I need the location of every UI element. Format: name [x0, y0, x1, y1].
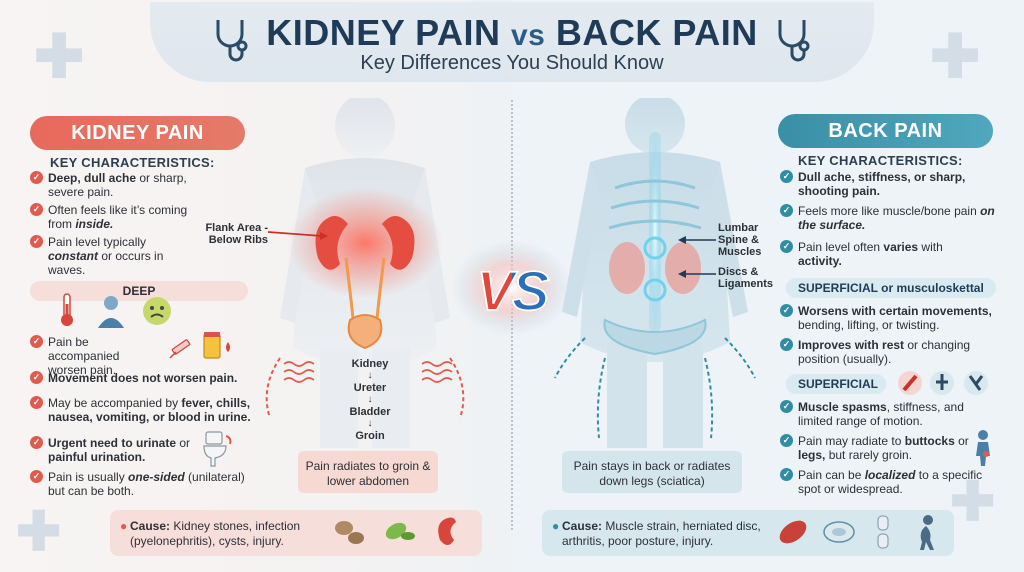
check-icon: ✓: [30, 335, 43, 348]
sciatica-person-icon: [976, 430, 990, 466]
flow-kidney: Kidney: [351, 358, 389, 370]
kidney-pain-pill: KIDNEY PAIN: [30, 116, 245, 150]
check-icon: ✓: [30, 396, 43, 409]
cross-icon: ✚: [950, 472, 996, 532]
back-char-2: ✓ Feels more like muscle/bone pain on th…: [780, 204, 1000, 232]
kidney-assoc-4: ✓ Urgent need to urinate or painful urin…: [30, 436, 200, 464]
check-icon: ✓: [780, 434, 793, 447]
back-pain-pill: BACK PAIN: [778, 114, 993, 148]
kidney-assoc-5: ✓ Pain is usually one-sided (unilateral)…: [30, 470, 260, 498]
vs-badge-glow: [452, 240, 572, 336]
check-icon: ✓: [780, 170, 793, 183]
check-icon: ✓: [780, 240, 793, 253]
lumbar-spine-label: Lumbar Spine & Muscles: [718, 222, 762, 258]
joint-icon: [877, 515, 889, 549]
back-key-heading: KEY CHARACTERISTICS:: [798, 153, 963, 168]
bacteria-icon: [385, 522, 415, 540]
arrow-icon: [678, 236, 716, 278]
kidney-char-2: ✓ Often feels like it’s coming from insi…: [30, 203, 190, 231]
nausea-face-icon: [143, 297, 171, 325]
kidney-char-3: ✓ Pain level typically constant or occur…: [30, 235, 195, 277]
kidney-key-heading: KEY CHARACTERISTICS:: [50, 155, 215, 170]
kidney-assoc-1: ✓ Pain be accompanied worsen pain.: [30, 335, 160, 377]
back-radiation-note: Pain stays in back or radiates down legs…: [562, 451, 742, 493]
kidney-char-1: ✓ Deep, dull ache or sharp, severe pain.: [30, 171, 210, 199]
check-icon: ✓: [30, 436, 43, 449]
check-icon: ✓: [780, 338, 793, 351]
check-icon: ✓: [30, 171, 43, 184]
kidney-organ-icon: [438, 517, 456, 545]
flow-arrow: ↓: [367, 418, 373, 429]
superficial-band: SUPERFICIAL or musculoskettal: [786, 278, 996, 298]
check-icon: ✓: [30, 203, 43, 216]
flow-bladder: Bladder: [349, 406, 391, 418]
kidney-cause-box: ● Cause: Kidney stones, infection (pyelo…: [110, 510, 482, 556]
deep-band: DEEP: [30, 281, 248, 301]
back-char-1: ✓ Dull ache, stiffness, or sharp, shooti…: [780, 170, 980, 198]
kidney-assoc-3: ✓ May be accompanied by fever, chills, n…: [30, 396, 260, 424]
arrow-icon: [268, 231, 328, 240]
check-icon: ✓: [780, 468, 793, 481]
stethoscope-icon: [216, 20, 248, 62]
check-icon: ✓: [30, 235, 43, 248]
back-symp-1: ✓ Muscle spasms, stiffness, and limited …: [780, 400, 985, 428]
check-icon: ✓: [780, 204, 793, 217]
urine-sample-icon: [203, 332, 230, 359]
check-icon: ✓: [780, 304, 793, 317]
poor-posture-icon: [920, 515, 934, 550]
stethoscope-icon: [778, 20, 810, 62]
toilet-icon: [203, 431, 232, 467]
cross-icon: ✚: [34, 23, 85, 90]
bullet-dot: ●: [120, 519, 128, 533]
check-icon: ✓: [30, 470, 43, 483]
kidney-assoc-2: ✓ Movement does not worsen pain.: [30, 371, 250, 385]
back-body-figure: [554, 98, 756, 448]
vs-badge: VS: [476, 258, 551, 323]
muscle-icons: [898, 371, 988, 395]
flow-ureter: Ureter: [353, 382, 387, 394]
check-icon: ✓: [30, 371, 43, 384]
back-char-3: ✓ Pain level often varies with activity.: [780, 240, 970, 268]
back-move-1: ✓ Worsens with certain movements, bendin…: [780, 304, 1000, 332]
superficial-band-2: SUPERFICIAL: [786, 374, 886, 394]
page-subtitle: Key Differences You Should Know: [360, 52, 664, 74]
pain-waves-icon: [283, 361, 315, 383]
back-move-2: ✓ Improves with rest or changing positio…: [780, 338, 990, 366]
muscle-strain-icon: [779, 520, 807, 544]
back-symp-3: ✓ Pain can be localized to a specific sp…: [780, 468, 985, 496]
bullet-dot: ●: [552, 519, 560, 533]
thermometer-icon: [61, 293, 73, 326]
discs-label: Discs & Ligaments: [718, 266, 774, 290]
pain-waves-icon: [421, 361, 453, 383]
kidney-stones-icon: [335, 521, 364, 544]
flow-arrow: ↓: [367, 394, 373, 405]
back-symp-2: ✓ Pain may radiate to buttocks or legs, …: [780, 434, 970, 462]
header-banner: [150, 2, 874, 82]
herniated-disc-icon: [823, 521, 855, 543]
kidney-radiation-note: Pain radiates to groin & lower abdomen: [298, 451, 438, 493]
flow-groin: Groin: [355, 430, 385, 442]
check-icon: ✓: [780, 400, 793, 413]
page-title: KIDNEY PAIN vs BACK PAIN: [266, 12, 758, 53]
flank-area-label: Flank Area - Below Ribs: [205, 222, 268, 246]
syringe-icon: [169, 339, 191, 359]
kidney-body-figure: [265, 98, 465, 448]
flow-arrow: ↓: [367, 370, 373, 381]
person-in-pain-icon: [98, 296, 124, 328]
cross-icon: ✚: [16, 502, 62, 562]
cross-icon: ✚: [930, 23, 981, 90]
